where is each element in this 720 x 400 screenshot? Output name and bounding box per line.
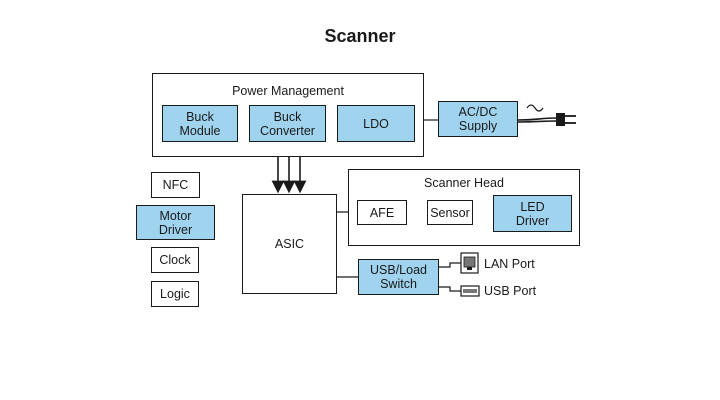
- clock-block: Clock: [151, 247, 199, 273]
- lan-port-label: LAN Port: [484, 257, 535, 271]
- ac-plug-icon: [517, 104, 576, 126]
- ac-dc-supply-block: AC/DC Supply: [438, 101, 518, 137]
- afe-block: AFE: [357, 200, 407, 225]
- switch-lan-connector: [439, 262, 461, 268]
- ldo-block: LDO: [337, 105, 415, 142]
- motor-driver-block: Motor Driver: [136, 205, 215, 240]
- logic-block: Logic: [151, 281, 199, 307]
- sensor-block: Sensor: [427, 200, 473, 225]
- led-driver-block: LED Driver: [493, 195, 572, 232]
- buck-module-block: Buck Module: [162, 105, 238, 142]
- diagram-title: Scanner: [324, 26, 396, 46]
- scanner-head-label: Scanner Head: [424, 176, 504, 190]
- usb-load-switch-block: USB/Load Switch: [358, 259, 439, 295]
- lan-port-icon: [460, 252, 479, 274]
- nfc-block: NFC: [151, 172, 200, 198]
- asic-block: ASIC: [242, 194, 337, 294]
- switch-usb-connector: [439, 286, 461, 292]
- usb-port-label: USB Port: [484, 284, 537, 298]
- power-management-label: Power Management: [232, 84, 344, 98]
- usb-port-icon: [460, 285, 480, 297]
- buck-converter-block: Buck Converter: [249, 105, 326, 142]
